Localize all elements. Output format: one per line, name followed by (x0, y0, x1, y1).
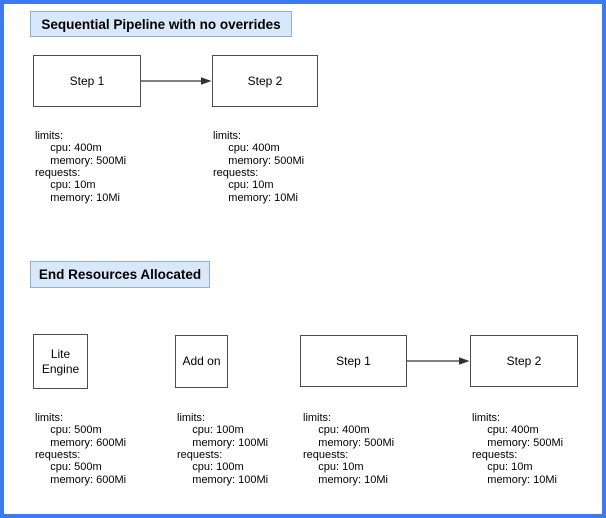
node-step2: Step 2 (212, 55, 318, 107)
section1-title: Sequential Pipeline with no overrides (30, 11, 292, 37)
node-add-on: Add on (175, 335, 228, 388)
node-step2-allocated: Step 2 (470, 335, 578, 387)
node-step1: Step 1 (33, 55, 141, 107)
node-step1-allocated: Step 1 (300, 335, 407, 387)
arrow-step1-to-step2 (141, 77, 212, 85)
arrow-step1-to-step2-allocated (407, 357, 470, 365)
section2-title: End Resources Allocated (30, 261, 210, 288)
